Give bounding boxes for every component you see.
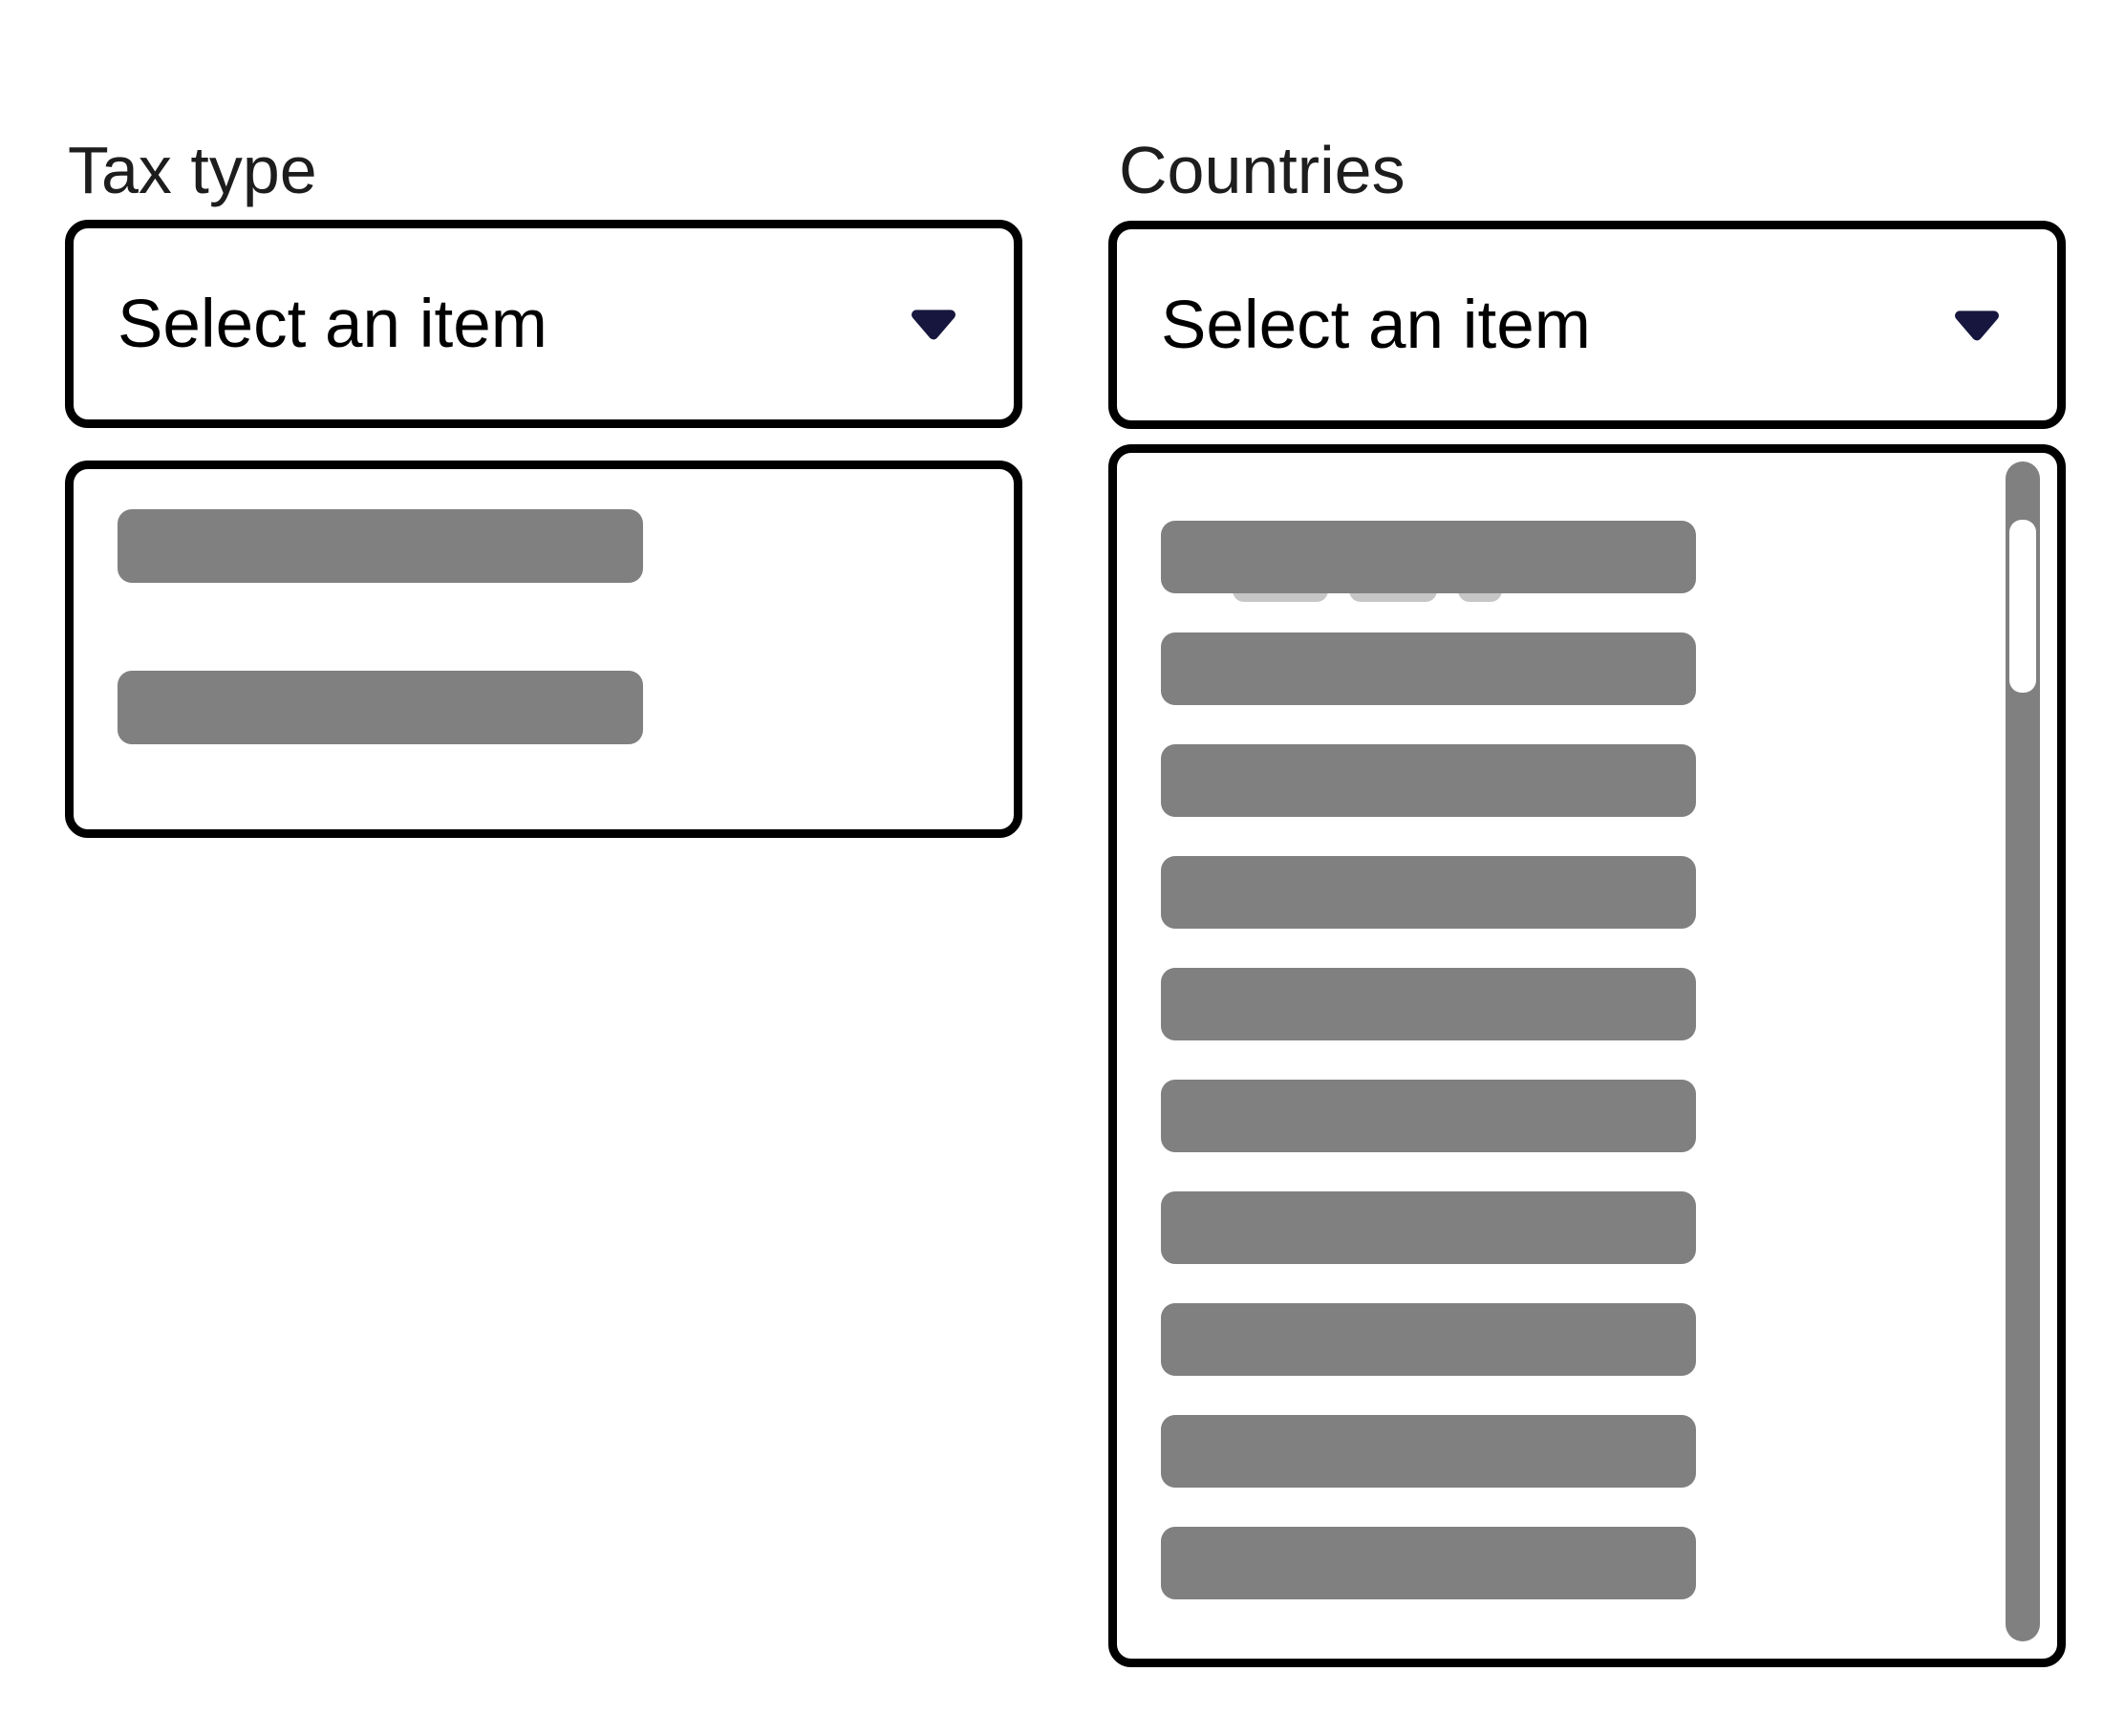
tax-type-combobox-value: Select an item [118,286,547,362]
countries-option-placeholder[interactable] [1161,1191,1696,1264]
countries-option-placeholder[interactable] [1161,632,1696,705]
countries-label: Countries [1119,133,1406,207]
countries-option-placeholder[interactable] [1161,1303,1696,1376]
scrollbar-track[interactable] [2006,461,2040,1641]
tax-type-option-placeholder[interactable] [118,671,643,744]
chevron-down-icon [1955,311,1999,341]
countries-option-placeholder[interactable] [1161,968,1696,1040]
tax-type-combobox[interactable]: Select an item [65,220,1022,428]
countries-options [1117,453,2057,1659]
countries-listbox[interactable] [1108,444,2066,1667]
countries-combobox[interactable]: Select an item [1108,221,2066,429]
tax-type-label: Tax type [68,133,317,207]
countries-option-placeholder[interactable] [1161,744,1696,817]
tax-type-listbox[interactable] [65,461,1022,838]
chevron-down-icon [912,310,955,340]
countries-option-placeholder[interactable] [1161,1527,1696,1599]
countries-combobox-value: Select an item [1161,287,1591,363]
countries-option-placeholder[interactable] [1161,521,1696,593]
countries-option-placeholder[interactable] [1161,856,1696,929]
scrollbar-thumb[interactable] [2009,520,2036,693]
tax-type-option-placeholder[interactable] [118,509,643,583]
countries-option-placeholder[interactable] [1161,1415,1696,1488]
countries-option-placeholder[interactable] [1161,1080,1696,1152]
tax-type-options [74,469,1014,829]
